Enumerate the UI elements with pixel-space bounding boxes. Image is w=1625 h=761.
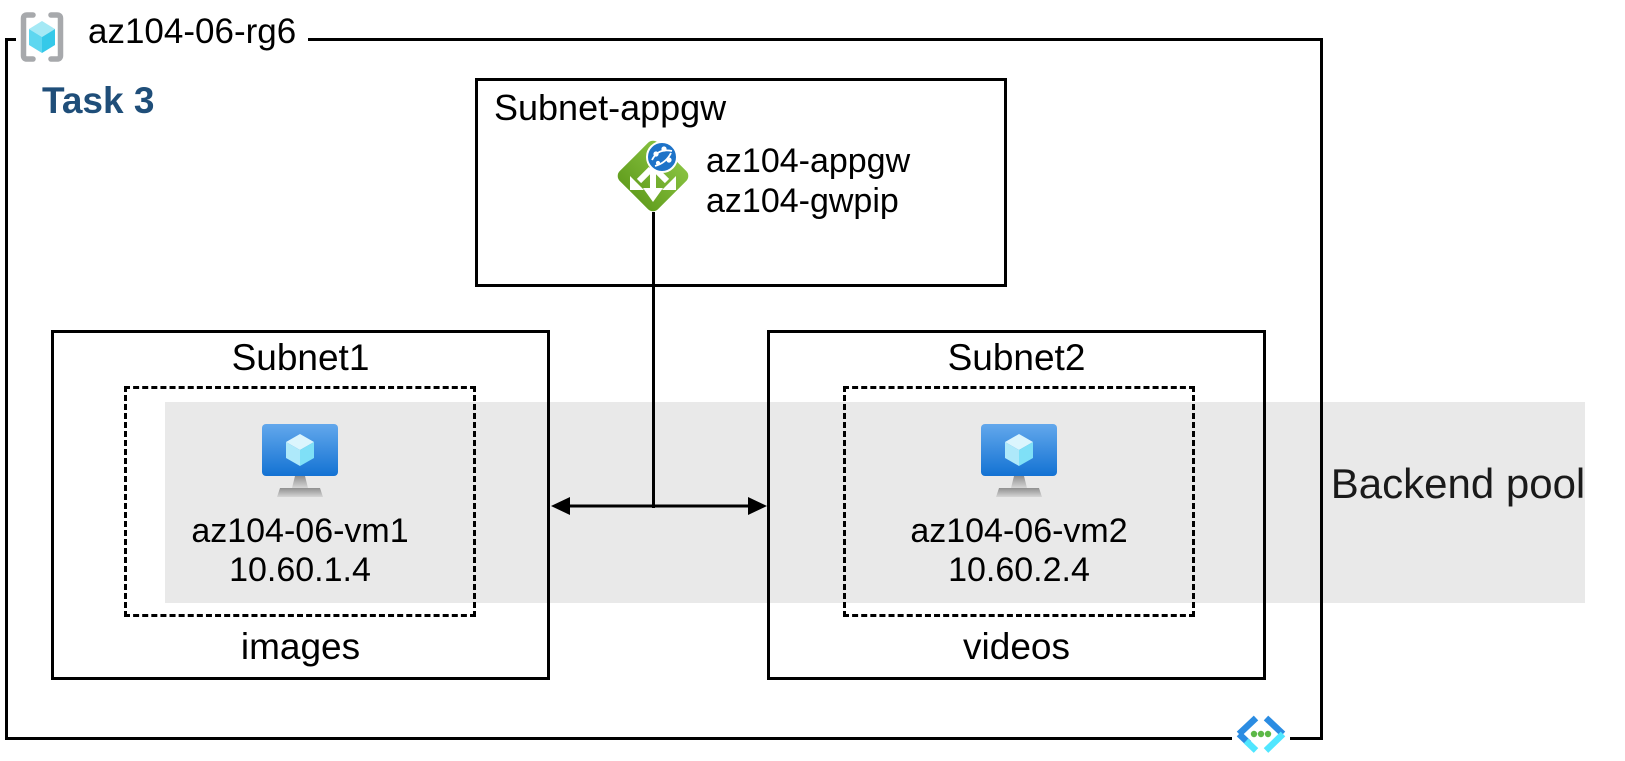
appgw-name: az104-appgw	[706, 142, 911, 180]
subnet1-title: Subnet1	[231, 337, 370, 378]
subnet1-box: Subnet1	[51, 330, 550, 680]
subnet2-backend-dashed-box	[843, 386, 1195, 617]
subnet1-backend-dashed-box	[124, 386, 476, 617]
subnet1-caption: images	[240, 626, 361, 667]
virtual-network-icon	[1232, 715, 1290, 753]
appgw-subnet-box: Subnet-appgw	[475, 78, 1007, 287]
virtual-machine-icon	[981, 424, 1057, 497]
appgw-connector-line	[652, 212, 655, 508]
resource-group-icon	[20, 12, 64, 62]
subnet2-caption: videos	[963, 626, 1070, 667]
vm1-name: az104-06-vm1	[191, 512, 409, 550]
appgw-labels: az104-appgw az104-gwpip	[706, 141, 910, 221]
resource-group-border-gap	[16, 30, 308, 48]
backend-pool-band	[165, 402, 1585, 603]
appgw-subnet-title: Subnet-appgw	[494, 87, 727, 128]
virtual-machine-icon	[262, 424, 338, 497]
vm2-ip: 10.60.2.4	[948, 551, 1090, 589]
appgw-public-ip: az104-gwpip	[706, 182, 899, 220]
backend-pool-label: Backend pool	[1330, 460, 1586, 507]
application-gateway-icon	[617, 140, 689, 212]
vm2-labels: az104-06-vm2 10.60.2.4	[843, 512, 1195, 590]
vm1-ip: 10.60.1.4	[229, 551, 371, 589]
resource-group-title: az104-06-rg6	[88, 12, 297, 51]
vm2-name: az104-06-vm2	[910, 512, 1128, 550]
subnet-link-arrow	[551, 497, 767, 515]
task-label: Task 3	[42, 80, 155, 121]
subnet2-box: Subnet2	[767, 330, 1266, 680]
subnet2-title: Subnet2	[947, 337, 1086, 378]
resource-group-box	[5, 38, 1323, 740]
vm1-labels: az104-06-vm1 10.60.1.4	[124, 512, 476, 590]
